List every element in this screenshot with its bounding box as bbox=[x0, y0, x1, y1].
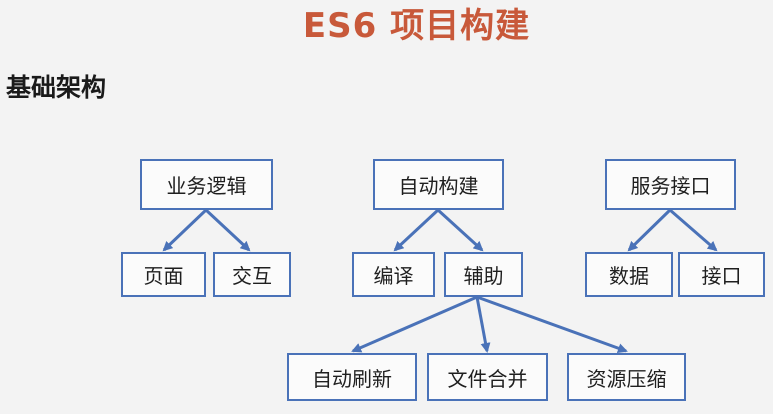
node-file-merge: 文件合并 bbox=[427, 353, 548, 401]
arrow-n6-n11 bbox=[476, 295, 628, 353]
arrow-n0-n3 bbox=[162, 208, 208, 252]
node-data: 数据 bbox=[585, 252, 673, 297]
node-page: 页面 bbox=[121, 252, 206, 297]
arrow-n6-n9 bbox=[351, 295, 478, 353]
node-service-interface: 服务接口 bbox=[605, 159, 736, 210]
arrow-n1-n6 bbox=[436, 208, 484, 252]
arrow-n2-n7 bbox=[627, 208, 672, 252]
section-heading: 基础架构 bbox=[6, 73, 107, 102]
node-auxiliary: 辅助 bbox=[444, 252, 523, 297]
arrow-n2-n8 bbox=[669, 208, 718, 252]
node-compile: 编译 bbox=[352, 252, 435, 297]
arrow-n6-n10 bbox=[475, 296, 491, 353]
node-interaction: 交互 bbox=[213, 252, 291, 297]
arrow-n0-n4 bbox=[204, 208, 251, 252]
arrow-n1-n5 bbox=[393, 208, 440, 252]
node-interface: 接口 bbox=[678, 252, 765, 297]
node-auto-refresh: 自动刷新 bbox=[287, 353, 417, 401]
node-resource-compress: 资源压缩 bbox=[567, 353, 686, 401]
node-auto-build: 自动构建 bbox=[373, 159, 504, 210]
page-title: ES6 项目构建 bbox=[302, 6, 531, 46]
node-business-logic: 业务逻辑 bbox=[140, 159, 273, 210]
